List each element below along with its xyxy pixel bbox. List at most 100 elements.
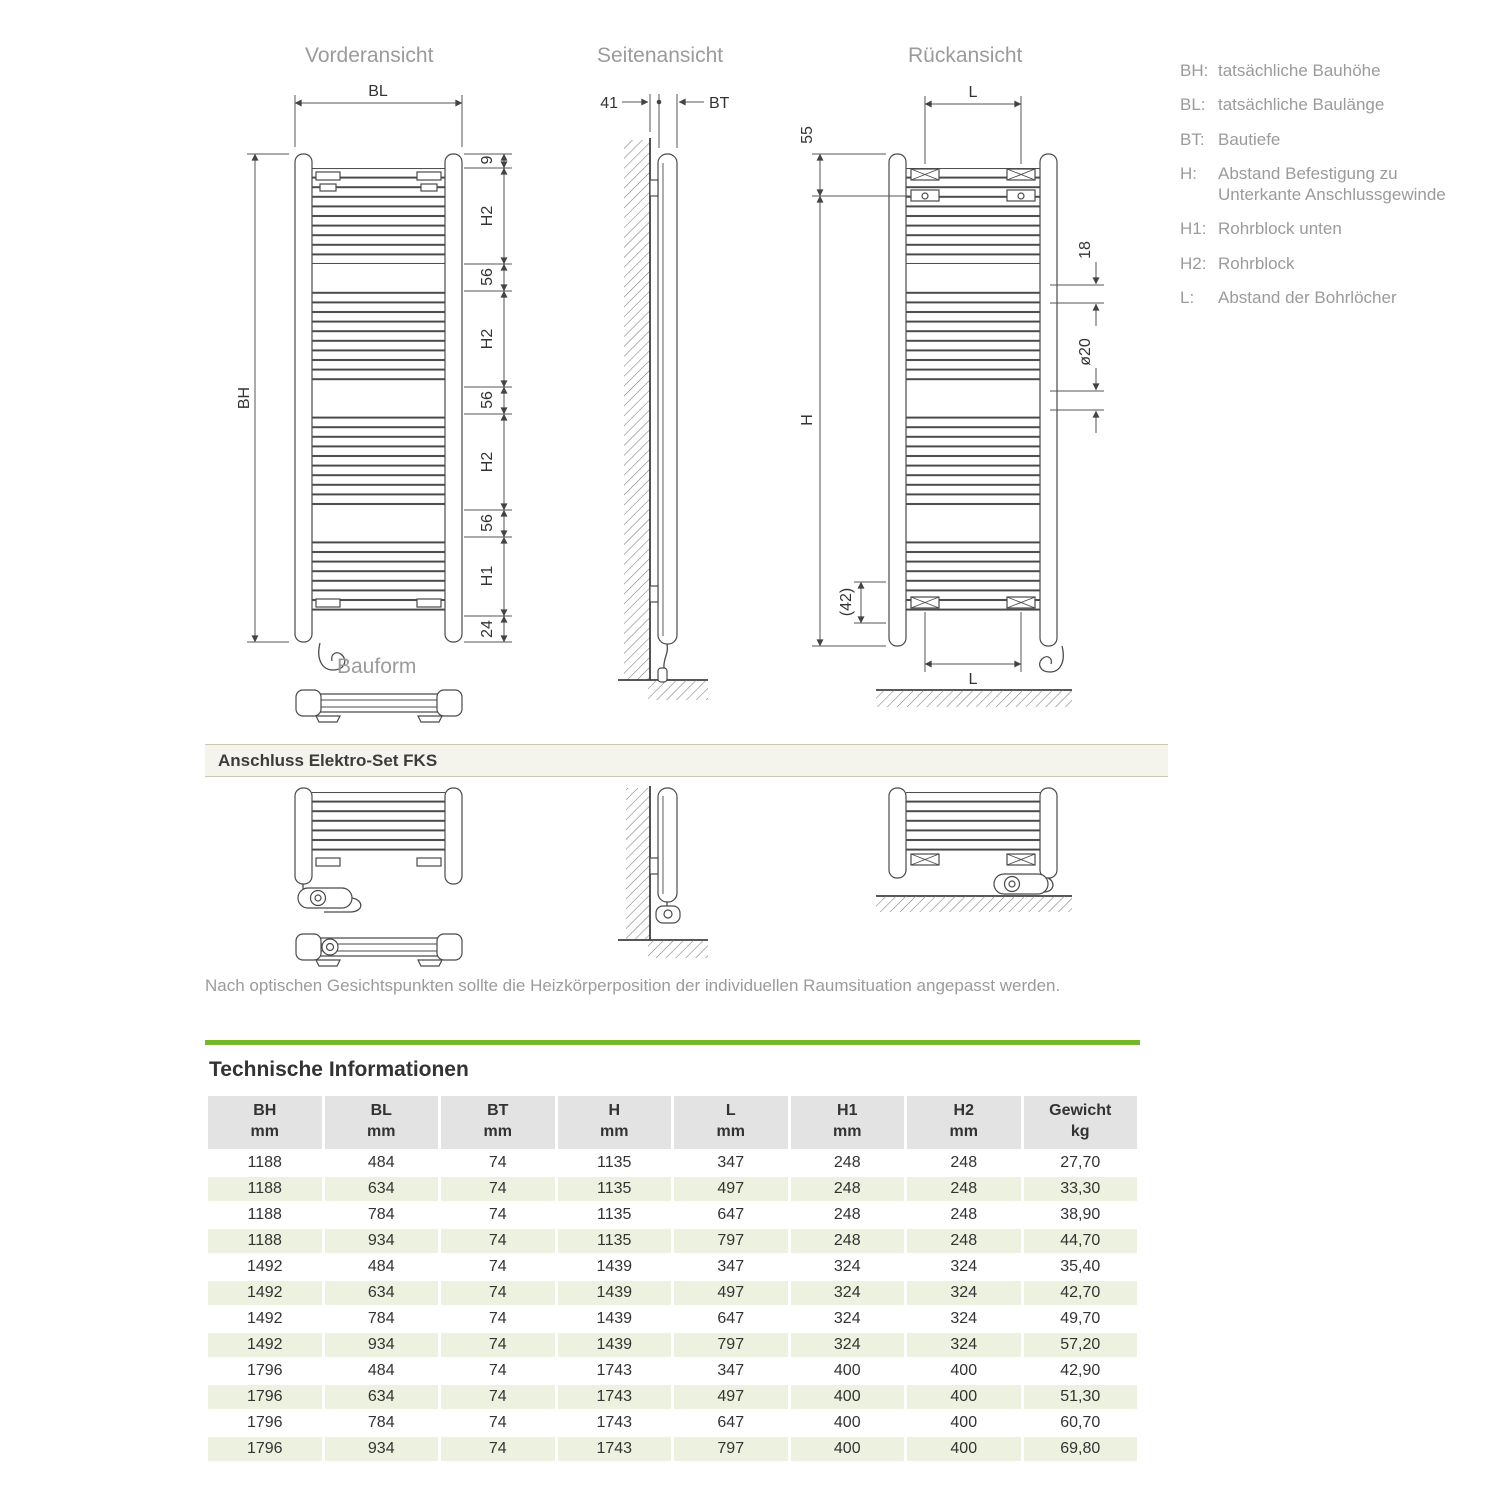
dim-label-dia20: ø20	[1077, 338, 1094, 366]
tube-group	[906, 291, 1040, 387]
table-cell: 934	[324, 1228, 438, 1253]
wall-bracket	[649, 857, 659, 875]
table-cell: 248	[907, 1202, 1021, 1227]
side-view-title: Seitenansicht	[597, 44, 724, 67]
legend-key: H2:	[1180, 253, 1207, 273]
table-cell: 1743	[557, 1410, 671, 1435]
wall-hatch	[624, 140, 650, 680]
table-cell: 248	[907, 1228, 1021, 1253]
table-cell: 400	[907, 1436, 1021, 1461]
dim-label-bl: BL	[368, 83, 388, 100]
radiator-profile	[657, 153, 678, 645]
table-cell: 400	[790, 1436, 904, 1461]
table-cell: 1439	[557, 1280, 671, 1305]
table-cell: 324	[790, 1332, 904, 1357]
table-cell: 248	[907, 1176, 1021, 1201]
right-collector	[444, 153, 463, 643]
dim-label-56: 56	[479, 391, 496, 409]
electro-side-drawing	[618, 786, 708, 958]
table-cell: 634	[324, 1384, 438, 1409]
table-cell: 1439	[557, 1332, 671, 1357]
dim-label-h2: H2	[479, 452, 496, 473]
table-cell: 74	[441, 1202, 555, 1227]
table-cell: 35,40	[1023, 1254, 1137, 1279]
table-cell: 324	[907, 1254, 1021, 1279]
legend-text: tatsächliche Bauhöhe	[1218, 61, 1381, 80]
table-cell: 74	[441, 1410, 555, 1435]
table-cell: 42,70	[1023, 1280, 1137, 1305]
table-cell: 1135	[557, 1228, 671, 1253]
tube-group	[312, 414, 445, 510]
table-cell: 497	[674, 1176, 788, 1201]
table-cell: 248	[790, 1176, 904, 1201]
electro-bauform-drawing	[295, 933, 463, 967]
table-cell: 74	[441, 1254, 555, 1279]
table-cell: 51,30	[1023, 1384, 1137, 1409]
table-cell: 400	[790, 1410, 904, 1435]
tube-group	[906, 414, 1040, 510]
legend-item: H1: Rohrblock unten	[1180, 218, 1480, 239]
plug	[657, 667, 668, 683]
table-cell: 400	[907, 1410, 1021, 1435]
table-cell: 74	[441, 1306, 555, 1331]
electro-rear-drawing	[876, 787, 1072, 912]
table-cell: 248	[907, 1150, 1021, 1175]
table-cell: 248	[790, 1202, 904, 1227]
table-cell: 74	[441, 1176, 555, 1201]
legend-text: Bautiefe	[1218, 129, 1281, 149]
mounting-bracket	[315, 857, 341, 867]
bauform-label: Bauform	[337, 655, 417, 678]
table-cell: 57,20	[1023, 1332, 1137, 1357]
legend-text: Rohrblock unten	[1218, 219, 1342, 239]
table-cell: 42,90	[1023, 1358, 1137, 1383]
left-collector	[294, 153, 313, 643]
legend-text: tatsächliche Baulänge	[1218, 95, 1385, 115]
table-cell: 347	[674, 1358, 788, 1383]
table-cell: 324	[790, 1280, 904, 1305]
table-cell: 1188	[208, 1176, 322, 1201]
front-view-title: Vorderansicht	[305, 44, 434, 67]
table-cell: 60,70	[1023, 1410, 1137, 1435]
table-cell: 1135	[557, 1150, 671, 1175]
table-cell: 497	[674, 1280, 788, 1305]
legend-item: H: Abstand Befestigung zu Unterkante Ans…	[1180, 163, 1480, 206]
table-cell: 74	[441, 1384, 555, 1409]
dim-label-24: 24	[479, 620, 496, 638]
table-cell: 1796	[208, 1384, 322, 1409]
table-cell: 1492	[208, 1306, 322, 1331]
table-cell: 784	[324, 1306, 438, 1331]
dim-label-41: 41	[600, 95, 618, 112]
table-cell: 74	[441, 1228, 555, 1253]
table-cell: 1492	[208, 1280, 322, 1305]
legend-item: BT: Bautiefe	[1180, 129, 1480, 150]
legend-text: Rohrblock	[1218, 253, 1295, 273]
table-cell: 74	[441, 1280, 555, 1305]
mounting-bracket	[416, 598, 442, 608]
legend-key: BT:	[1180, 129, 1205, 149]
right-collector	[1039, 153, 1058, 647]
table-cell: 324	[790, 1306, 904, 1331]
legend-key: H:	[1180, 163, 1197, 183]
table-cell: 347	[674, 1254, 788, 1279]
table-cell: 784	[324, 1410, 438, 1435]
dim-label-l-bottom: L	[969, 671, 978, 688]
legend-text: Abstand Befestigung zu Unterkante Anschl…	[1218, 163, 1446, 204]
table-cell: 647	[674, 1202, 788, 1227]
table-cell: 324	[907, 1280, 1021, 1305]
table-cell: 1796	[208, 1358, 322, 1383]
dim-label-bh: BH	[236, 387, 253, 409]
table-cell: 248	[790, 1150, 904, 1175]
